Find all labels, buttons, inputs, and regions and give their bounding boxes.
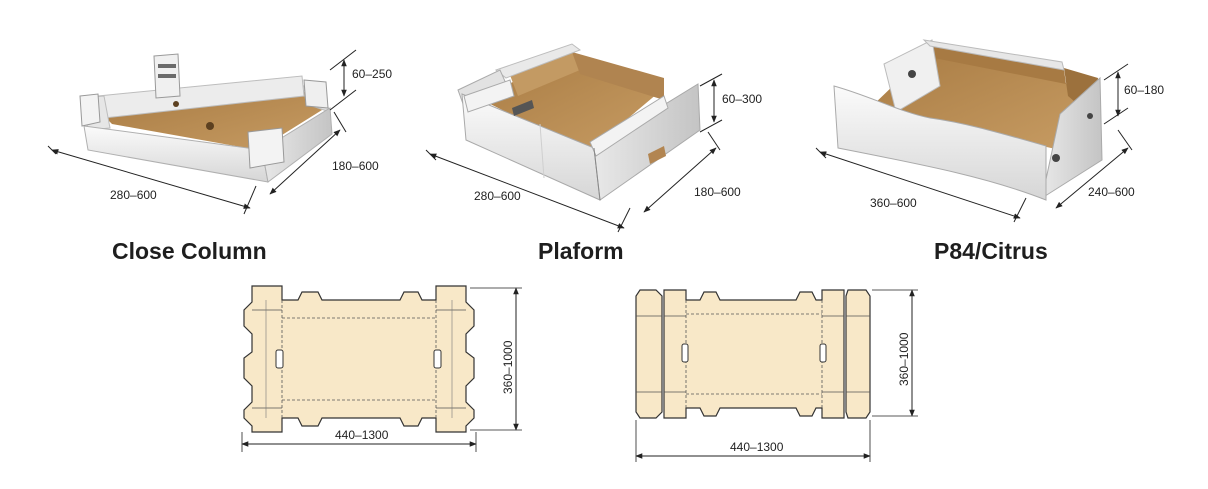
p84-citrus-height-label: 60–180 — [1124, 83, 1164, 97]
plaform-width-label: 180–600 — [694, 185, 741, 199]
p84-citrus-length-label: 360–600 — [870, 196, 917, 210]
p84-citrus-width-label: 240–600 — [1088, 185, 1135, 199]
blank-2-width-label: 360–1000 — [897, 332, 911, 386]
blank-2-dimensions: 440–1300 360–1000 — [635, 289, 918, 462]
close-column-length-label: 280–600 — [110, 188, 157, 202]
plaform-tray-illustration — [457, 43, 701, 201]
plaform-title: Plaform — [538, 238, 624, 264]
blank-layout-1 — [243, 285, 475, 433]
p84-citrus-dimensions: 360–600 240–600 60–180 — [815, 63, 1164, 223]
plaform-length-label: 280–600 — [474, 189, 521, 203]
close-column-title: Close Column — [112, 238, 267, 264]
blank-2-length-label: 440–1300 — [730, 440, 784, 454]
close-column-width-label: 180–600 — [332, 159, 379, 173]
close-column-height-label: 60–250 — [352, 67, 392, 81]
close-column-dimensions: 280–600 180–600 60–250 — [47, 49, 392, 215]
blank-1-length-label: 440–1300 — [335, 428, 389, 442]
plaform-dimensions: 280–600 180–600 60–300 — [425, 73, 762, 233]
p84-citrus-tray-illustration — [833, 39, 1103, 201]
plaform-height-label: 60–300 — [722, 92, 762, 106]
blank-1-dimensions: 440–1300 360–1000 — [241, 287, 522, 452]
p84-citrus-title: P84/Citrus — [934, 238, 1048, 264]
close-column-tray-illustration — [79, 53, 333, 183]
blank-layout-2 — [635, 289, 871, 419]
blank-1-width-label: 360–1000 — [501, 340, 515, 394]
